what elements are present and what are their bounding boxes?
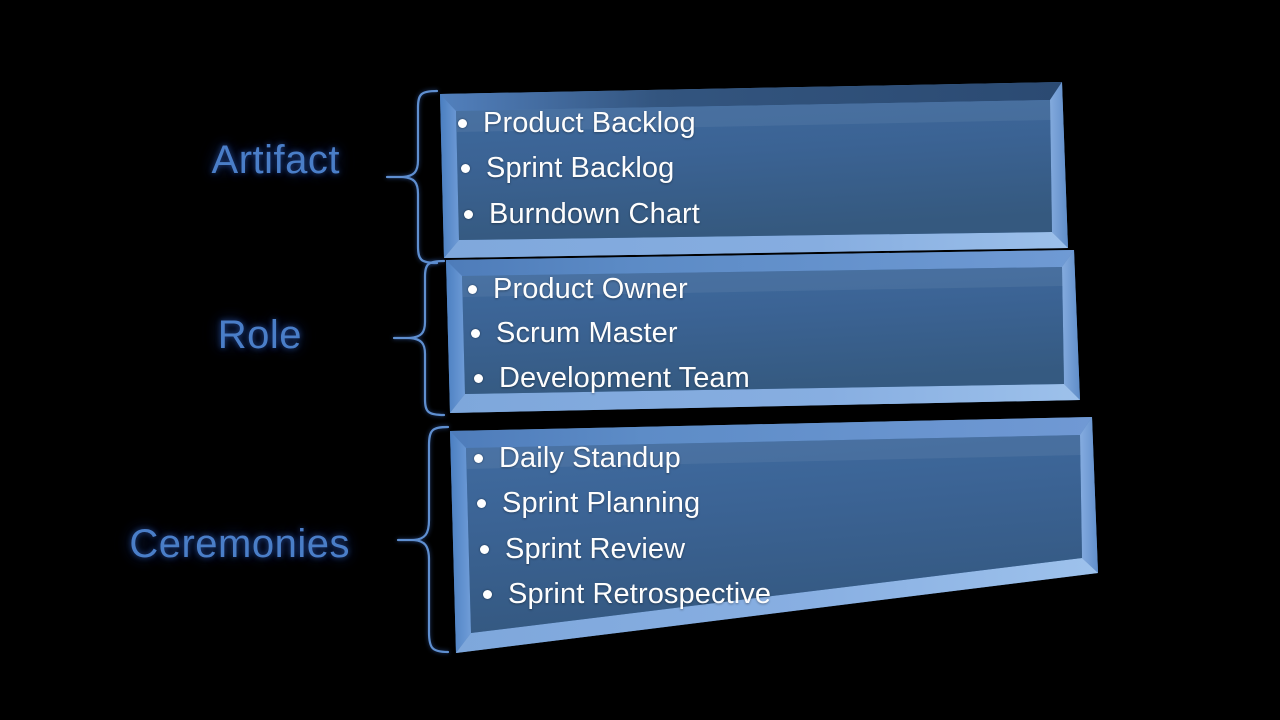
panel-artifact[interactable]: Product Backlog Sprint Backlog Burndown … xyxy=(430,80,1070,270)
panel-artifact-list: Product Backlog Sprint Backlog Burndown … xyxy=(458,108,700,244)
bullet-icon xyxy=(461,164,470,174)
list-item[interactable]: Daily Standup xyxy=(474,443,762,473)
list-item[interactable]: Sprint Retrospective xyxy=(483,578,772,611)
category-label-ceremonies: Ceremonies xyxy=(129,522,350,566)
list-item[interactable]: Sprint Planning xyxy=(477,487,765,520)
panel-role-list: Product Owner Scrum Master Development T… xyxy=(468,274,750,407)
list-item[interactable]: Scrum Master xyxy=(471,317,747,350)
category-label-role: Role xyxy=(217,313,302,357)
list-item[interactable]: Burndown Chart xyxy=(464,197,702,230)
list-item-label: Burndown Chart xyxy=(489,197,700,230)
list-item[interactable]: Product Owner xyxy=(468,274,744,304)
list-item-label: Sprint Review xyxy=(505,532,686,565)
list-item[interactable]: Development Team xyxy=(474,361,750,394)
panel-ceremonies-bevel xyxy=(442,415,1102,665)
list-item-label: Product Owner xyxy=(493,273,688,305)
list-item[interactable]: Product Backlog xyxy=(458,108,696,138)
list-item-label: Development Team xyxy=(499,361,750,394)
bullet-icon xyxy=(464,209,473,219)
panel-ceremonies-list: Daily Standup Sprint Planning Sprint Rev… xyxy=(474,443,771,625)
list-item-label: Daily Standup xyxy=(499,442,681,474)
list-item-label: Sprint Planning xyxy=(502,487,701,520)
bullet-icon xyxy=(480,544,489,554)
category-label-artifact: Artifact xyxy=(211,138,340,182)
list-item-label: Product Backlog xyxy=(483,107,696,139)
bullet-icon xyxy=(477,499,486,509)
panel-role[interactable]: Product Owner Scrum Master Development T… xyxy=(438,248,1083,423)
bullet-icon xyxy=(483,590,492,600)
list-item-label: Sprint Backlog xyxy=(486,152,675,185)
panel-artifact-bevel xyxy=(430,80,1070,270)
panel-ceremonies[interactable]: Daily Standup Sprint Planning Sprint Rev… xyxy=(442,415,1102,665)
panel-role-bevel xyxy=(438,248,1083,423)
bullet-icon xyxy=(471,329,480,339)
bullet-icon xyxy=(458,118,467,128)
list-item-label: Sprint Retrospective xyxy=(508,578,772,611)
bullet-icon xyxy=(474,373,483,383)
bullet-icon xyxy=(474,453,483,463)
list-item[interactable]: Sprint Review xyxy=(480,532,768,565)
bullet-icon xyxy=(468,284,477,294)
list-item[interactable]: Sprint Backlog xyxy=(461,152,699,185)
list-item-label: Scrum Master xyxy=(496,317,678,350)
